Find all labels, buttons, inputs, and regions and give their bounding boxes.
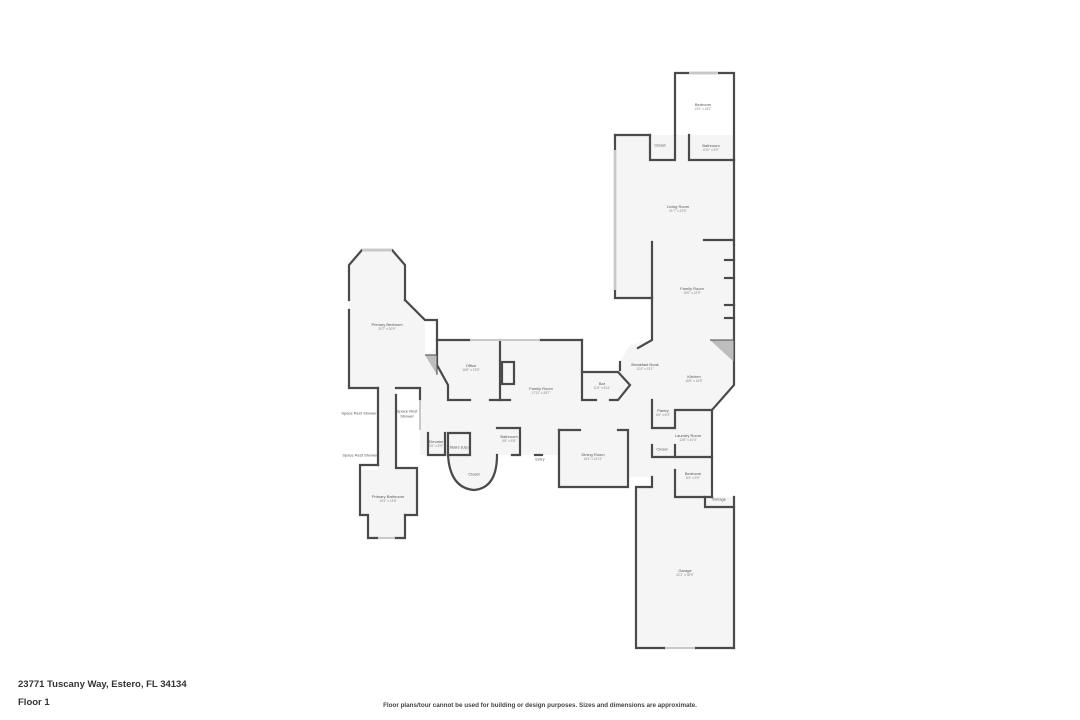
room-closet-round: Closet	[468, 471, 480, 477]
room-spa-shower-1: Space Rest Shower	[341, 410, 377, 416]
room-primary-bathroom: Primary Bathroom 15'1" x 13'8"	[371, 493, 405, 503]
disclaimer: Floor plans/tour cannot be used for buil…	[383, 702, 697, 709]
room-bar: Bar 11'6" x 6'11"	[593, 380, 611, 390]
room-dining-room: Dining Room 16'4" x 14'11"	[581, 451, 605, 461]
room-spa-shower-2: Space Rest Shower	[342, 452, 378, 458]
room-living-room: Living Room 31'7" x 23'9"	[666, 203, 690, 213]
room-breakfast-nook: Breakfast Nook 12'4" x 15'1"	[631, 361, 659, 371]
floor-label: Floor 1	[18, 697, 50, 708]
room-laundry-room: Laundry Room 13'8" x 10'4"	[674, 432, 702, 442]
room-elevator: Elevator 5'0" x 5'9"	[428, 438, 444, 448]
room-stairs: Stairs (Up)	[449, 444, 469, 450]
room-kitchen: Kitchen 16'8" x 16'5"	[685, 373, 703, 383]
room-bedroom-lower: Bedroom 8'4" x 9'9"	[684, 470, 702, 480]
room-bathroom-center: Bathroom 5'8" x 5'8"	[500, 433, 518, 443]
room-bathroom-upper: Bathroom 8'10" x 5'0"	[702, 142, 720, 152]
room-bedroom-upper: Bedroom 13'0" x 18'1"	[694, 101, 712, 111]
room-storage: Storage	[711, 496, 727, 502]
room-entry: Entry	[535, 456, 545, 462]
room-pantry: Pantry 6'6" x 6'3"	[656, 407, 670, 417]
room-family-room-center: Family Room 17'11" x 28'7"	[529, 385, 553, 395]
room-closet-upper: Closet	[654, 142, 666, 148]
room-primary-bedroom: Primary Bedroom 20'7" x 20'9"	[371, 321, 403, 331]
room-garage: Garage 22'2" x 38'9"	[676, 567, 694, 577]
room-office: Office 16'6" x 13'9"	[462, 362, 480, 372]
windows	[362, 72, 718, 649]
floor-fill	[349, 73, 734, 648]
room-family-room-right: Family Room 19'0" x 22'9"	[680, 285, 704, 295]
room-spa-shower-3: Space Rest Shower	[396, 408, 418, 418]
property-address: 23771 Tuscany Way, Estero, FL 34134	[18, 679, 187, 690]
room-closet-lower: Closet	[656, 446, 668, 452]
